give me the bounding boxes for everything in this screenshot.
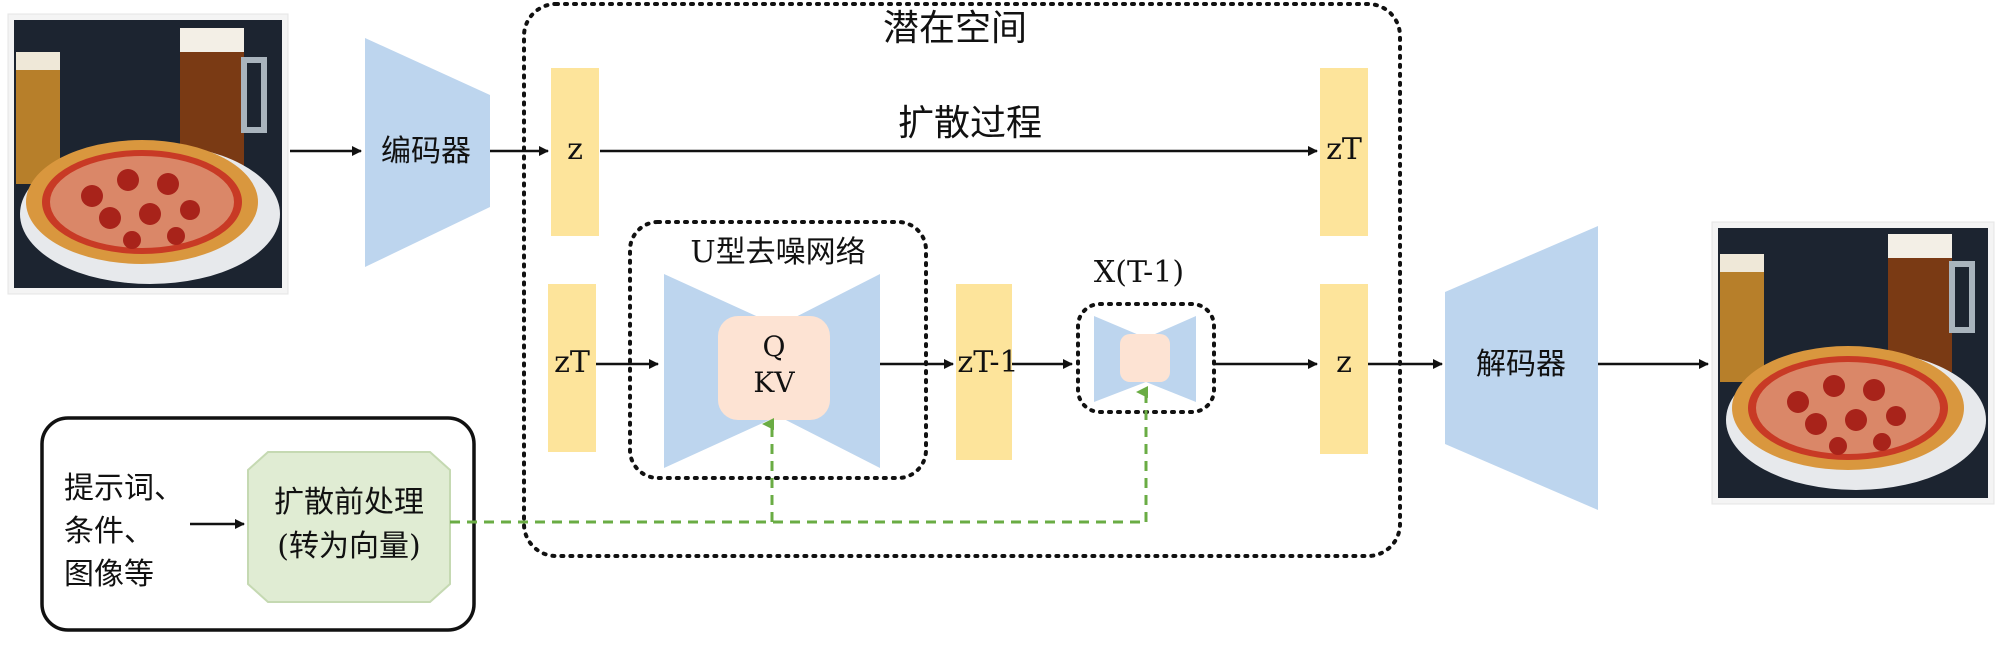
latent-space-box (522, 2, 1402, 558)
latent-space-title: 潜在空间 (883, 8, 1027, 49)
preprocess-line1: 扩散前处理 (274, 485, 424, 520)
diffusion-process-label: 扩散过程 (898, 103, 1042, 144)
input-image (7, 13, 289, 295)
z-output-label: z (1336, 345, 1352, 380)
decoder-block: 解码器 (1445, 226, 1598, 510)
output-image (1711, 221, 1995, 505)
attention-kv-label: KV (753, 366, 795, 399)
encoder-label: 编码器 (381, 134, 471, 169)
xt-minus-1-attention (1120, 334, 1170, 382)
zt-minus-1-label: zT-1 (957, 345, 1018, 380)
attention-block: Q KV (718, 316, 830, 420)
zt-output-label: zT (1326, 132, 1362, 167)
unet-title: U型去噪网络 (690, 235, 865, 270)
unet-box (628, 220, 928, 480)
conditioning-inputs-line3: 图像等 (64, 557, 154, 592)
encoder-block: 编码器 (365, 38, 490, 267)
zt-input-label: zT (554, 345, 590, 380)
decoder-label: 解码器 (1476, 347, 1566, 382)
conditioning-inputs-line1: 提示词、 (64, 471, 184, 506)
preprocess-block: 扩散前处理 (转为向量) (247, 451, 451, 603)
zt-input-block: zT (548, 284, 596, 452)
xt-minus-1-label: X(T-1) (1094, 255, 1184, 290)
z-input-label: z (567, 132, 583, 167)
z-output-block: z (1320, 284, 1368, 454)
preprocess-line2: (转为向量) (277, 529, 420, 564)
conditioning-inputs-line2: 条件、 (64, 514, 154, 549)
zt-minus-1-block: zT-1 (956, 284, 1019, 460)
zt-output-block: zT (1320, 68, 1368, 236)
attention-q-label: Q (763, 330, 786, 363)
z-input-block: z (551, 68, 599, 236)
